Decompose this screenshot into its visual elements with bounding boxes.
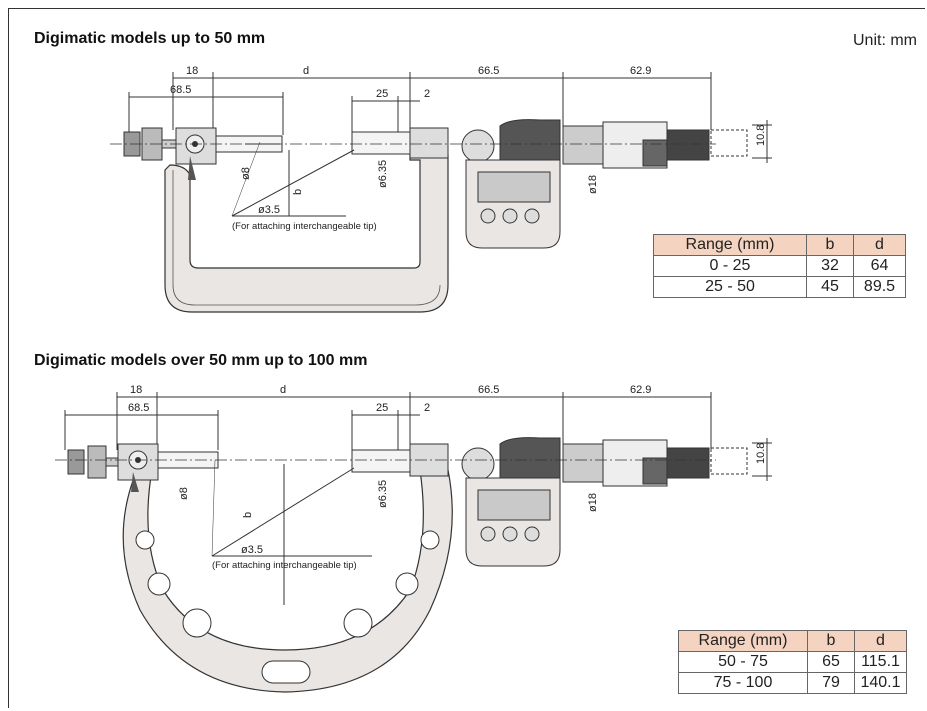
dim-dia8: ø8 [178, 487, 190, 500]
dim-b: b [242, 512, 254, 518]
dim-18: 18 [186, 65, 198, 77]
dim-dia18: ø18 [587, 175, 599, 194]
dim-dia8: ø8 [240, 167, 252, 180]
dim-18: 18 [130, 384, 142, 396]
cell-d: 89.5 [853, 276, 906, 298]
cell-range: 75 - 100 [678, 672, 808, 694]
cell-b: 32 [806, 255, 854, 277]
cell-d: 64 [853, 255, 906, 277]
col-header-b: b [807, 630, 855, 652]
dim-66-5: 66.5 [478, 65, 499, 77]
cell-b: 45 [806, 276, 854, 298]
micrometer-drawing-large: 18 d 66.5 62.9 68.5 25 2 10.8 ø8 ø6.35 ø… [55, 384, 772, 693]
table-row: 50 - 75 65 115.1 [678, 651, 907, 673]
dim-d: d [280, 384, 286, 396]
dim-b: b [292, 189, 304, 195]
dim-25: 25 [376, 88, 388, 100]
dim-dia3-5: ø3.5 [241, 544, 263, 556]
range-table-1: Range (mm) b d 0 - 25 32 64 25 - 50 45 8… [653, 234, 906, 298]
cell-d: 115.1 [854, 651, 907, 673]
unit-label: Unit: mm [853, 32, 917, 49]
cell-b: 79 [807, 672, 855, 694]
col-header-range: Range (mm) [653, 234, 807, 256]
dim-10-8: 10.8 [755, 125, 767, 146]
micrometer-drawing-small: 18 d 66.5 62.9 68.5 25 2 10.8 ø8 ø6.35 ø… [110, 65, 772, 313]
dim-10-8: 10.8 [755, 443, 767, 464]
dim-dia3-5: ø3.5 [258, 204, 280, 216]
tip-note: (For attaching interchangeable tip) [232, 221, 377, 232]
tip-note: (For attaching interchangeable tip) [212, 560, 357, 571]
cell-range: 25 - 50 [653, 276, 807, 298]
dim-68-5: 68.5 [170, 84, 191, 96]
col-header-d: d [854, 630, 907, 652]
dim-dia18: ø18 [587, 493, 599, 512]
dim-62-9: 62.9 [630, 65, 651, 77]
dim-d: d [303, 65, 309, 77]
dim-25: 25 [376, 402, 388, 414]
section1-title: Digimatic models up to 50 mm [34, 30, 266, 47]
dim-68-5: 68.5 [128, 402, 149, 414]
dim-dia6-35: ø6.35 [377, 480, 389, 508]
dim-2: 2 [424, 88, 430, 100]
table-row: 25 - 50 45 89.5 [653, 276, 906, 298]
table-row: 0 - 25 32 64 [653, 255, 906, 277]
dim-66-5: 66.5 [478, 384, 499, 396]
dim-2: 2 [424, 402, 430, 414]
diagram-frame [8, 8, 925, 708]
table-row: 75 - 100 79 140.1 [678, 672, 907, 694]
cell-range: 50 - 75 [678, 651, 808, 673]
cell-b: 65 [807, 651, 855, 673]
col-header-d: d [853, 234, 906, 256]
col-header-range: Range (mm) [678, 630, 808, 652]
col-header-b: b [806, 234, 854, 256]
cell-range: 0 - 25 [653, 255, 807, 277]
cell-d: 140.1 [854, 672, 907, 694]
section2-title: Digimatic models over 50 mm up to 100 mm [34, 352, 368, 369]
c-frame [164, 154, 449, 313]
dim-dia6-35: ø6.35 [377, 160, 389, 188]
dim-62-9: 62.9 [630, 384, 651, 396]
range-table-2: Range (mm) b d 50 - 75 65 115.1 75 - 100… [678, 630, 907, 694]
